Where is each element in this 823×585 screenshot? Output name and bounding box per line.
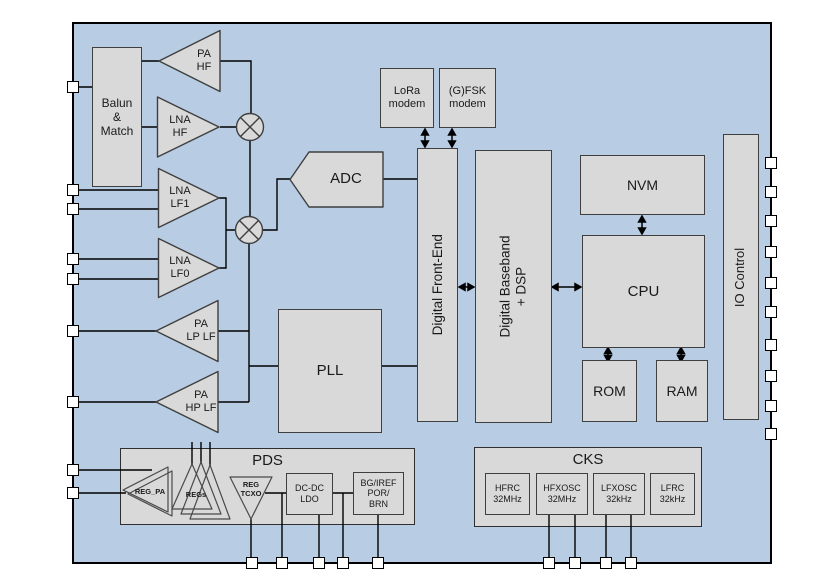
lfrc-block: LFRC 32kHz <box>650 473 695 515</box>
pin-right-10 <box>765 428 777 440</box>
pin-bottom-4 <box>337 557 349 569</box>
nvm-block: NVM <box>580 155 705 215</box>
pin-bottom-8 <box>600 557 612 569</box>
hfrc-block: HFRC 32MHz <box>485 473 530 515</box>
adc-label: ADC <box>330 170 362 188</box>
regs-label: REGs <box>185 489 207 499</box>
pin-left-5 <box>67 273 79 285</box>
pin-right-3 <box>765 215 777 227</box>
pin-bottom-9 <box>625 557 637 569</box>
hfxosc-block: HFXOSC 32MHz <box>536 473 588 515</box>
rom-block: ROM <box>582 360 637 422</box>
cks-group-label: CKS <box>572 451 604 468</box>
pa-lp-lf-label: PA LP LF <box>186 318 216 343</box>
digital-baseband-dsp-block: Digital Baseband + DSP <box>475 150 552 423</box>
pin-left-1 <box>67 81 79 93</box>
pa-hp-lf-label: PA HP LF <box>185 389 217 414</box>
pin-right-8 <box>765 370 777 382</box>
lna-lf1-label: LNA LF1 <box>169 185 191 210</box>
pin-left-4 <box>67 253 79 265</box>
bg-iref-por-brn-block: BG/IREF POR/ BRN <box>353 472 404 515</box>
digital-front-end-block: Digital Front-End <box>417 148 458 422</box>
pin-bottom-3 <box>313 557 325 569</box>
pa-hf-label: PA HF <box>196 48 212 73</box>
pin-right-1 <box>765 157 777 169</box>
pin-bottom-1 <box>246 557 258 569</box>
io-control-block: IO Control <box>723 134 759 420</box>
pin-right-6 <box>765 306 777 318</box>
pin-bottom-6 <box>543 557 555 569</box>
pin-right-5 <box>765 277 777 289</box>
pin-bottom-5 <box>372 557 384 569</box>
pin-right-4 <box>765 246 777 258</box>
pll-block: PLL <box>278 309 382 433</box>
pin-left-3 <box>67 203 79 215</box>
balun-match-block: Balun & Match <box>92 47 142 187</box>
lora-modem-block: LoRa modem <box>380 68 434 128</box>
gfsk-modem-block: (G)FSK modem <box>439 68 496 128</box>
lna-hf-label: LNA HF <box>169 114 191 139</box>
cpu-block: CPU <box>582 235 705 348</box>
lna-lf0-label: LNA LF0 <box>169 255 191 280</box>
pin-right-2 <box>765 186 777 198</box>
pds-group-label: PDS <box>252 452 283 469</box>
pin-left-2 <box>67 184 79 196</box>
pin-right-7 <box>765 339 777 351</box>
pin-left-9 <box>67 487 79 499</box>
reg-pa-label: REG_PA <box>134 486 166 496</box>
pin-left-8 <box>67 464 79 476</box>
pin-bottom-2 <box>276 557 288 569</box>
pin-bottom-7 <box>569 557 581 569</box>
pin-right-9 <box>765 400 777 412</box>
ram-block: RAM <box>656 360 708 422</box>
pin-left-6 <box>67 325 79 337</box>
dcdc-ldo-block: DC-DC LDO <box>286 473 333 515</box>
pin-left-7 <box>67 396 79 408</box>
reg-tcxo-label: REG TCXO <box>240 480 262 498</box>
lfxosc-block: LFXOSC 32kHz <box>593 473 645 515</box>
